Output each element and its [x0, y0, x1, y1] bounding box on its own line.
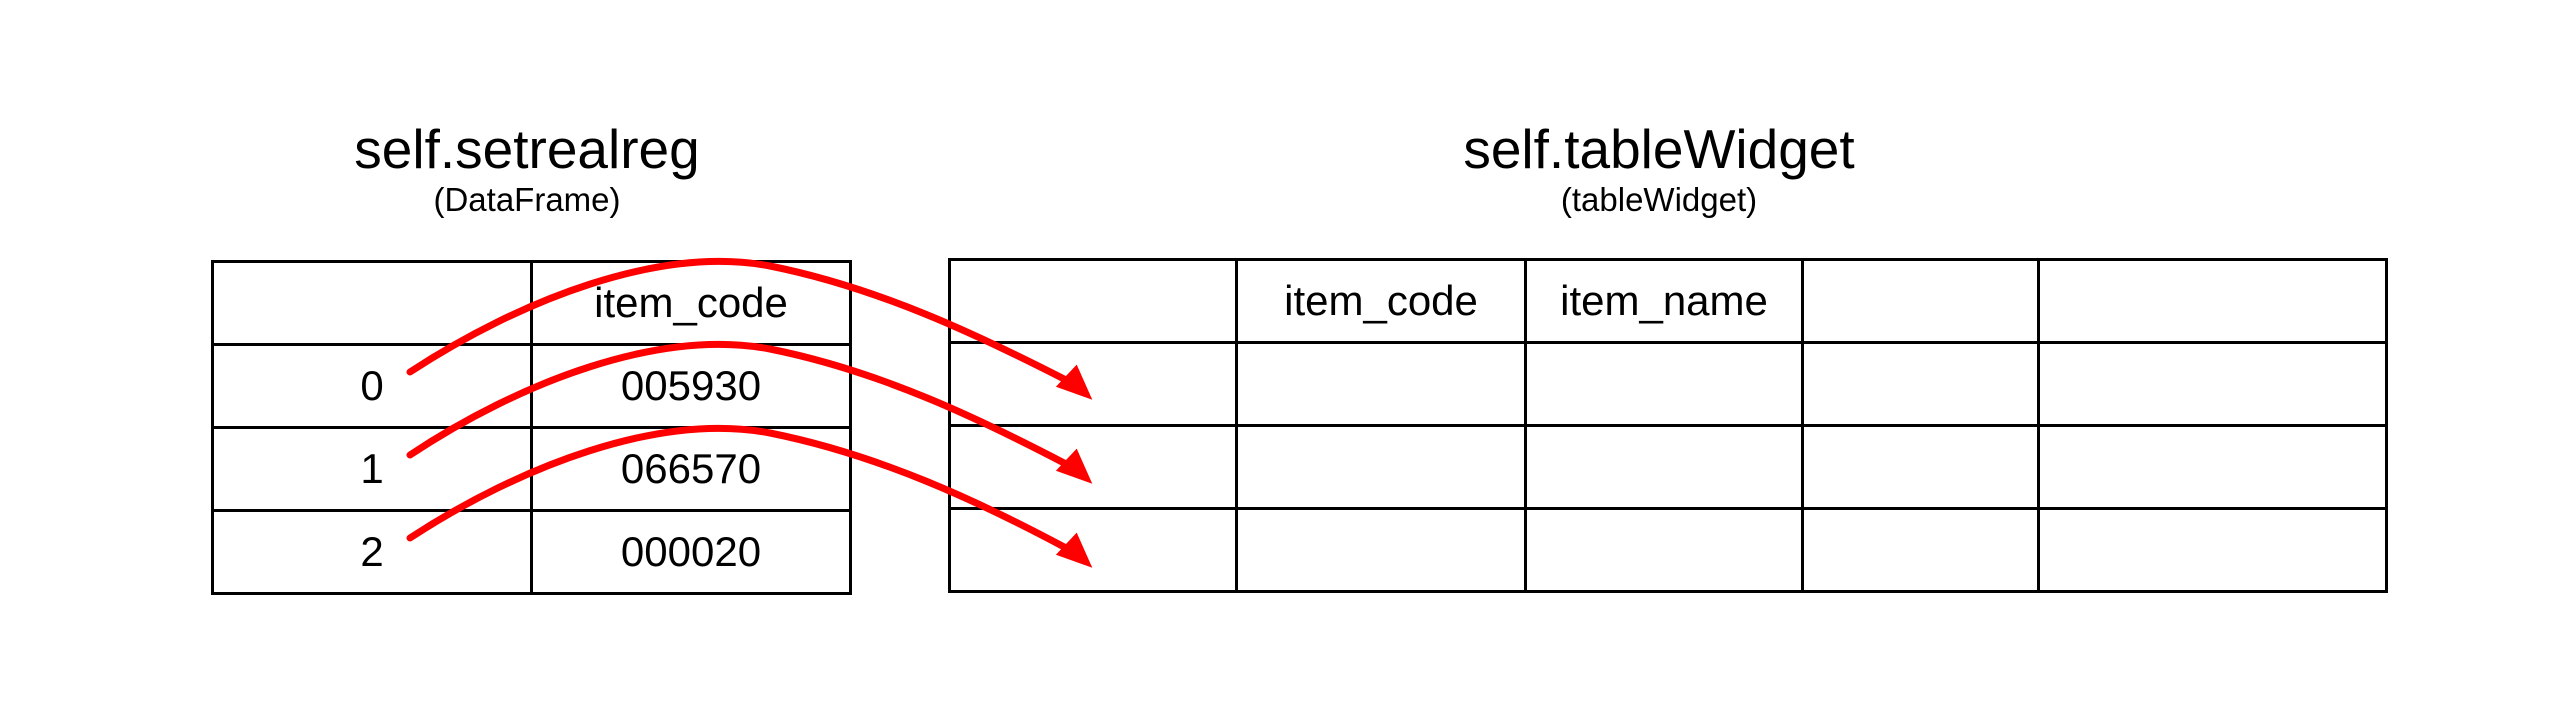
tablewidget-header-col0 [948, 258, 1238, 344]
table-row: 1 066570 [211, 426, 852, 512]
tablewidget-cell-r2-c1 [1235, 507, 1527, 593]
left-panel-title: self.setrealreg (DataFrame) [211, 118, 843, 220]
table-row: 0 005930 [211, 343, 852, 429]
dataframe-header-index [211, 260, 533, 346]
tablewidget-cell-r0-c0 [948, 341, 1238, 427]
right-panel-title: self.tableWidget (tableWidget) [948, 118, 2370, 220]
tablewidget-cell-r2-c0 [948, 507, 1238, 593]
tablewidget-cell-r1-c4 [2037, 424, 2388, 510]
right-panel-title-subtitle: (tableWidget) [1560, 181, 1758, 218]
tablewidget-cell-r0-c2 [1524, 341, 1804, 427]
table-row [948, 341, 2388, 427]
dataframe-cell-index-1: 1 [211, 426, 533, 512]
left-panel-title-subtitle: (DataFrame) [433, 181, 621, 218]
dataframe-cell-item-code-2: 000020 [530, 509, 852, 595]
left-panel-title-main: self.setrealreg [354, 118, 700, 180]
tablewidget-cell-r2-c2 [1524, 507, 1804, 593]
tablewidget-header-col3 [1801, 258, 2040, 344]
dataframe-cell-index-0: 0 [211, 343, 533, 429]
tablewidget-cell-r1-c0 [948, 424, 1238, 510]
tablewidget-cell-r0-c1 [1235, 341, 1527, 427]
dataframe-header-item-code: item_code [530, 260, 852, 346]
tablewidget-cell-r1-c1 [1235, 424, 1527, 510]
table-row [948, 507, 2388, 593]
tablewidget-cell-r0-c4 [2037, 341, 2388, 427]
tablewidget-header-item-name: item_name [1524, 258, 1804, 344]
tablewidget-cell-r2-c3 [1801, 507, 2040, 593]
dataframe-table: item_code 0 005930 1 066570 2 000020 [211, 260, 852, 595]
dataframe-cell-item-code-1: 066570 [530, 426, 852, 512]
tablewidget-header-col4 [2037, 258, 2388, 344]
tablewidget-header-item-code: item_code [1235, 258, 1527, 344]
tablewidget-cell-r1-c2 [1524, 424, 1804, 510]
table-row [948, 424, 2388, 510]
table-header-row: item_code item_name [948, 258, 2388, 344]
tablewidget-cell-r2-c4 [2037, 507, 2388, 593]
table-row: 2 000020 [211, 509, 852, 595]
dataframe-cell-index-2: 2 [211, 509, 533, 595]
right-panel-title-main: self.tableWidget [1463, 118, 1855, 180]
tablewidget-cell-r1-c3 [1801, 424, 2040, 510]
tablewidget-table: item_code item_name [948, 258, 2388, 593]
table-header-row: item_code [211, 260, 852, 346]
dataframe-cell-item-code-0: 005930 [530, 343, 852, 429]
tablewidget-cell-r0-c3 [1801, 341, 2040, 427]
